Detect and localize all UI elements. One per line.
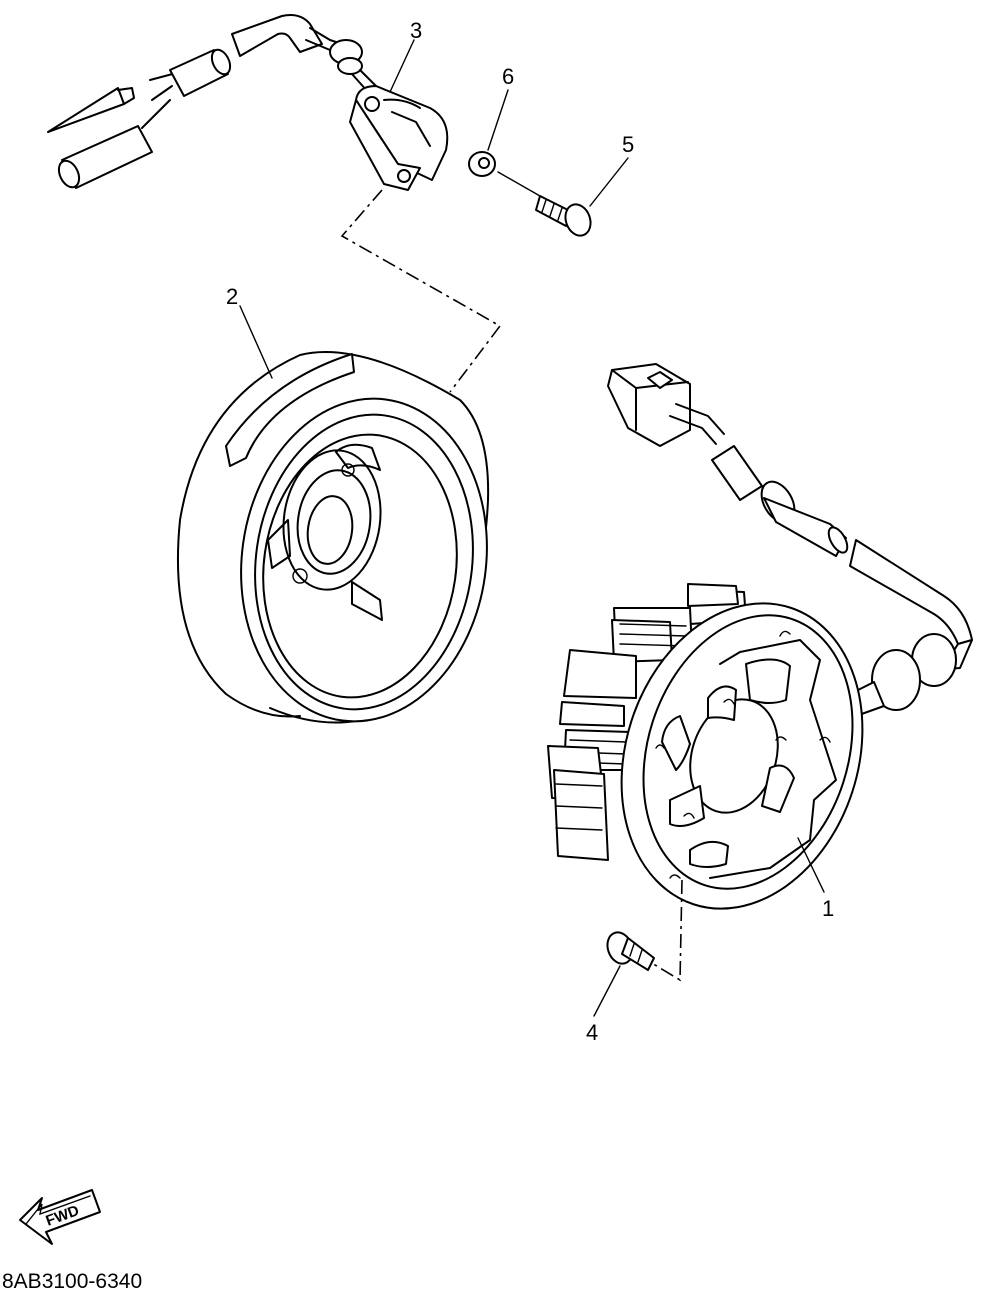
leader-2 [239,305,273,379]
diagram-code: 8AB3100-6340 [2,1270,142,1293]
screw-4 [606,931,655,971]
callout-1: 1 [822,896,834,921]
leader-1 [797,837,825,893]
callout-4: 4 [586,1020,598,1045]
callout-5: 5 [622,132,634,157]
callout-3: 3 [410,18,422,43]
callout-6: 6 [502,64,514,89]
flywheel-rotor [177,351,490,724]
pickup-coil-assembly [47,14,449,191]
leader-6 [487,89,509,151]
leader-3 [389,39,415,93]
stator-assembly [547,363,973,910]
washer [468,151,496,177]
forward-direction-arrow-icon: FWD [19,1189,101,1245]
bolt-5 [535,195,592,237]
leader-5 [589,157,629,207]
leader-4 [593,965,621,1017]
callout-2: 2 [226,284,238,309]
